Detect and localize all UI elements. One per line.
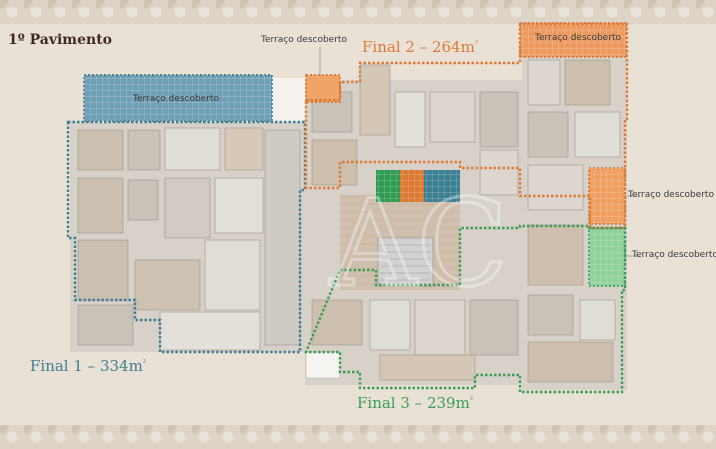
ornamental-top-border (0, 0, 716, 24)
outline-final3 (304, 224, 627, 394)
label-final-2-unit: ² (474, 39, 479, 48)
logo-text: AC (329, 175, 508, 314)
label-final-3: Final 3 – 239m² (357, 394, 473, 412)
terrace-label-final2-right: Terraço descoberto (628, 190, 714, 200)
label-final-1-text: Final 1 – 334m (30, 357, 143, 375)
label-final-2-text: Final 2 – 264m (362, 38, 475, 56)
terrace-label-final3-right: Terraço descoberto (632, 250, 716, 260)
unit-outlines (66, 22, 629, 394)
terrace-final2-small (305, 74, 341, 103)
room-blocks (77, 59, 621, 383)
outline-final1 (66, 120, 307, 354)
terraces (83, 22, 627, 379)
ornamental-bottom-border (0, 425, 716, 449)
terrace-label-final1: Terraço descoberto (133, 94, 219, 104)
terrace-label-final2-small: Terraço descoberto (261, 35, 347, 45)
label-final-1-unit: ² (142, 358, 147, 367)
terrace-label-final2-top: Terraço descoberto (535, 33, 621, 43)
page-title: 1º Pavimento (8, 32, 112, 48)
label-final-3-text: Final 3 – 239m (357, 394, 470, 412)
callout-lines (319, 47, 640, 257)
logo-watermark: AC (328, 174, 510, 316)
building-core (340, 170, 460, 290)
label-final-2: Final 2 – 264m² (362, 38, 478, 56)
label-final-3-unit: ² (469, 395, 474, 404)
label-final-1: Final 1 – 334m² (30, 357, 146, 375)
